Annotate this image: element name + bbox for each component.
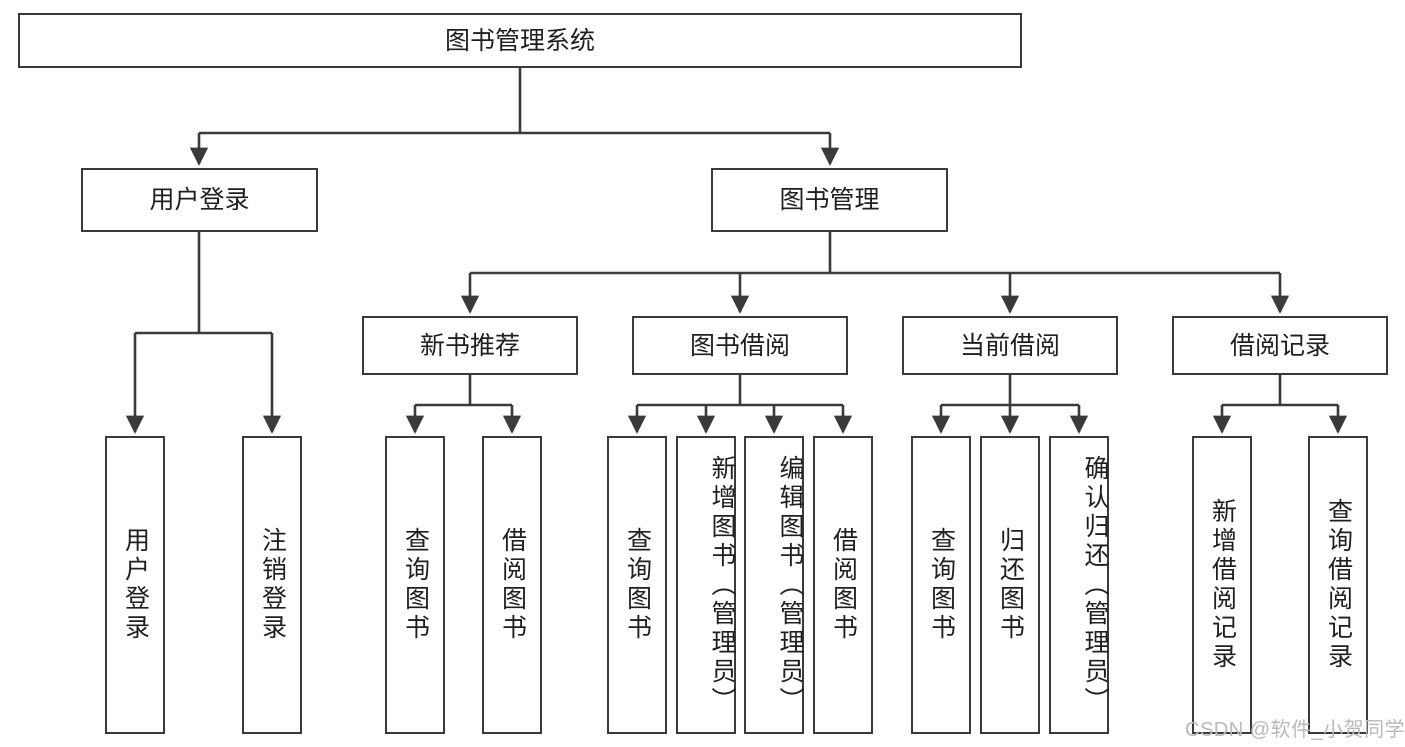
node-current-borrow-label: 当前借阅 — [959, 331, 1060, 360]
node-leaf-borrow-book-2[interactable]: 借阅图书 — [813, 436, 873, 734]
node-leaf-query-book-2[interactable]: 查询图书 — [607, 436, 667, 734]
node-leaf-query-book-3-label: 查询图书 — [927, 527, 956, 643]
node-root[interactable]: 图书管理系统 — [18, 13, 1022, 68]
node-root-label: 图书管理系统 — [444, 26, 595, 55]
node-book-borrow-label: 图书借阅 — [689, 331, 790, 360]
node-leaf-add-book[interactable]: 新增图书（管理员） — [676, 436, 736, 734]
node-leaf-query-book-1[interactable]: 查询图书 — [385, 436, 445, 734]
node-leaf-edit-book[interactable]: 编辑图书（管理员） — [744, 436, 804, 734]
node-current-borrow[interactable]: 当前借阅 — [902, 316, 1118, 375]
node-new-book-recommend-label: 新书推荐 — [419, 331, 520, 360]
node-leaf-logout-login[interactable]: 注销登录 — [242, 436, 302, 734]
node-leaf-query-record-label: 查询借阅记录 — [1324, 498, 1353, 672]
node-leaf-query-record[interactable]: 查询借阅记录 — [1308, 436, 1368, 734]
node-leaf-confirm-return[interactable]: 确认归还（管理员） — [1049, 436, 1109, 734]
node-leaf-add-record-label: 新增借阅记录 — [1208, 498, 1237, 672]
node-book-borrow[interactable]: 图书借阅 — [632, 316, 848, 375]
node-new-book-recommend[interactable]: 新书推荐 — [362, 316, 578, 375]
node-borrow-record-label: 借阅记录 — [1229, 331, 1330, 360]
node-leaf-return-book-label: 归还图书 — [996, 527, 1025, 643]
node-user-login-label: 用户登录 — [149, 186, 250, 214]
node-leaf-add-book-label: 新增图书（管理员） — [708, 454, 736, 716]
node-leaf-borrow-book-1-label: 借阅图书 — [498, 527, 527, 643]
csdn-watermark: CSDN @软件_小贺同学 — [1185, 719, 1405, 741]
node-borrow-record[interactable]: 借阅记录 — [1172, 316, 1388, 375]
node-leaf-borrow-book-2-label: 借阅图书 — [829, 527, 858, 643]
node-leaf-return-book[interactable]: 归还图书 — [980, 436, 1040, 734]
node-book-manage-label: 图书管理 — [779, 186, 880, 214]
node-leaf-query-book-2-label: 查询图书 — [623, 527, 652, 643]
node-leaf-borrow-book-1[interactable]: 借阅图书 — [482, 436, 542, 734]
node-leaf-user-login[interactable]: 用户登录 — [105, 436, 165, 734]
node-leaf-query-book-1-label: 查询图书 — [401, 527, 430, 643]
node-leaf-edit-book-label: 编辑图书（管理员） — [776, 454, 804, 716]
node-leaf-query-book-3[interactable]: 查询图书 — [911, 436, 971, 734]
node-leaf-add-record[interactable]: 新增借阅记录 — [1192, 436, 1252, 734]
node-book-manage[interactable]: 图书管理 — [711, 168, 948, 232]
node-user-login[interactable]: 用户登录 — [81, 168, 318, 232]
node-leaf-confirm-return-label: 确认归还（管理员） — [1081, 454, 1109, 716]
node-leaf-logout-login-label: 注销登录 — [258, 527, 287, 643]
node-leaf-user-login-label: 用户登录 — [121, 527, 150, 643]
